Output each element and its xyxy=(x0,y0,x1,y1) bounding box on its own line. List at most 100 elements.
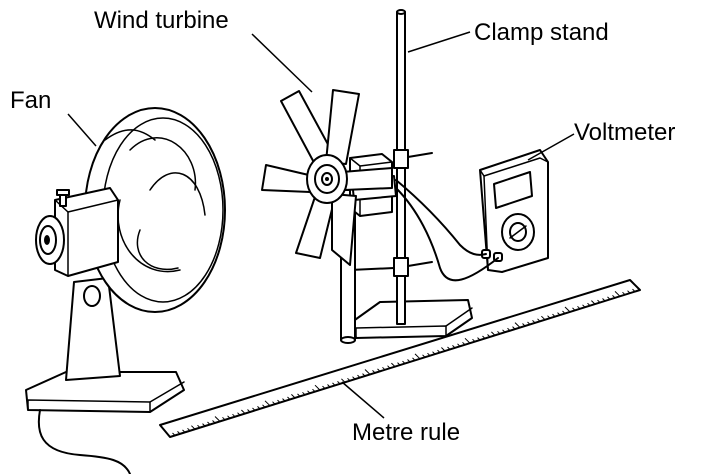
rule-tick xyxy=(597,299,601,303)
rule-tick xyxy=(547,315,551,319)
rule-tick xyxy=(502,329,506,333)
rule-tick xyxy=(422,354,426,358)
rule-tick xyxy=(262,404,266,408)
rule-tick xyxy=(362,373,366,377)
rule-tick xyxy=(212,420,216,424)
rule-tick xyxy=(391,362,396,367)
rule-tick xyxy=(402,360,406,364)
rule-tick xyxy=(564,306,571,313)
rule-tick xyxy=(632,288,636,292)
rule-tick xyxy=(557,312,561,316)
rule-tick xyxy=(541,315,546,321)
rule-tick xyxy=(302,391,306,396)
rule-tick xyxy=(287,396,291,400)
rule-tick xyxy=(357,374,361,378)
rule-tick xyxy=(612,295,616,299)
rule-tick xyxy=(272,401,276,405)
rule-tick xyxy=(241,409,246,414)
wind-turbine-leader xyxy=(251,33,313,93)
rule-tick xyxy=(312,388,316,392)
rule-tick xyxy=(614,291,621,297)
rule-tick xyxy=(207,421,211,425)
rule-tick xyxy=(182,429,186,433)
metre-rule-leader xyxy=(341,381,385,419)
rule-tick xyxy=(172,432,176,436)
rule-tick xyxy=(441,347,446,352)
rule-tick xyxy=(277,399,281,403)
rule-tick xyxy=(322,385,326,389)
rule-tick xyxy=(252,407,256,411)
rule-tick xyxy=(364,369,371,375)
clamp-stand-leader xyxy=(407,31,471,53)
rule-tick xyxy=(602,298,606,302)
rule-tick xyxy=(247,409,251,413)
rule-tick xyxy=(332,382,336,386)
rule-tick xyxy=(407,359,411,363)
rule-tick xyxy=(622,291,626,296)
rule-tick xyxy=(497,330,501,335)
rule-tick xyxy=(427,352,431,357)
rule-tick xyxy=(607,296,611,300)
rule-tick xyxy=(627,290,631,294)
rule-tick xyxy=(537,318,541,322)
rule-tick xyxy=(532,320,536,324)
rule-tick xyxy=(591,300,596,305)
rule-tick xyxy=(222,416,226,421)
rule-tick xyxy=(327,384,331,388)
rule-tick xyxy=(337,381,341,385)
rule-tick xyxy=(522,323,526,327)
rule-tick xyxy=(464,337,471,344)
rule-tick xyxy=(214,416,221,422)
voltmeter-label: Voltmeter xyxy=(574,119,675,146)
rule-tick xyxy=(487,334,491,338)
wind-turbine xyxy=(261,89,397,344)
rule-tick xyxy=(514,322,521,328)
rule-tick xyxy=(177,431,181,435)
rule-tick xyxy=(447,346,451,350)
voltmeter xyxy=(395,149,549,282)
rule-tick xyxy=(191,425,196,430)
rule-tick xyxy=(587,302,591,306)
rule-tick xyxy=(414,353,421,360)
rule-tick xyxy=(232,413,236,418)
rule-tick xyxy=(307,390,311,394)
rule-tick xyxy=(397,362,401,366)
rule-tick xyxy=(452,345,456,349)
rule-tick xyxy=(507,327,511,332)
rule-tick xyxy=(347,377,351,382)
rule-tick xyxy=(341,378,346,383)
rule-tick xyxy=(257,406,261,410)
wind-turbine-label: Wind turbine xyxy=(94,7,229,34)
rule-tick xyxy=(297,393,301,397)
rule-tick xyxy=(282,398,286,402)
rule-tick xyxy=(472,338,476,342)
rule-tick xyxy=(437,349,441,353)
rule-tick xyxy=(227,415,231,419)
rule-tick xyxy=(387,365,391,369)
rule-tick xyxy=(202,423,206,427)
rule-tick xyxy=(382,366,386,371)
rule-tick xyxy=(412,357,416,361)
rule-tick xyxy=(482,335,486,339)
rule-tick xyxy=(577,305,581,310)
fan-label: Fan xyxy=(10,87,51,114)
rule-tick xyxy=(582,304,586,308)
rule-tick xyxy=(372,370,376,374)
metre-rule xyxy=(159,279,641,438)
rule-tick xyxy=(552,313,556,317)
rule-tick xyxy=(562,310,566,314)
voltmeter-leader xyxy=(527,133,575,161)
rule-tick xyxy=(187,427,191,432)
rule-tick xyxy=(197,424,201,428)
rule-tick xyxy=(237,412,241,416)
rule-tick xyxy=(314,384,321,391)
fan-leader xyxy=(67,113,97,147)
rule-tick xyxy=(462,341,466,346)
rule-tick xyxy=(477,337,481,341)
rule-tick xyxy=(291,394,296,399)
metre-rule-label: Metre rule xyxy=(352,419,460,446)
clamp-stand-label: Clamp stand xyxy=(474,19,609,46)
rule-tick xyxy=(457,343,461,347)
rule-tick xyxy=(264,400,271,407)
